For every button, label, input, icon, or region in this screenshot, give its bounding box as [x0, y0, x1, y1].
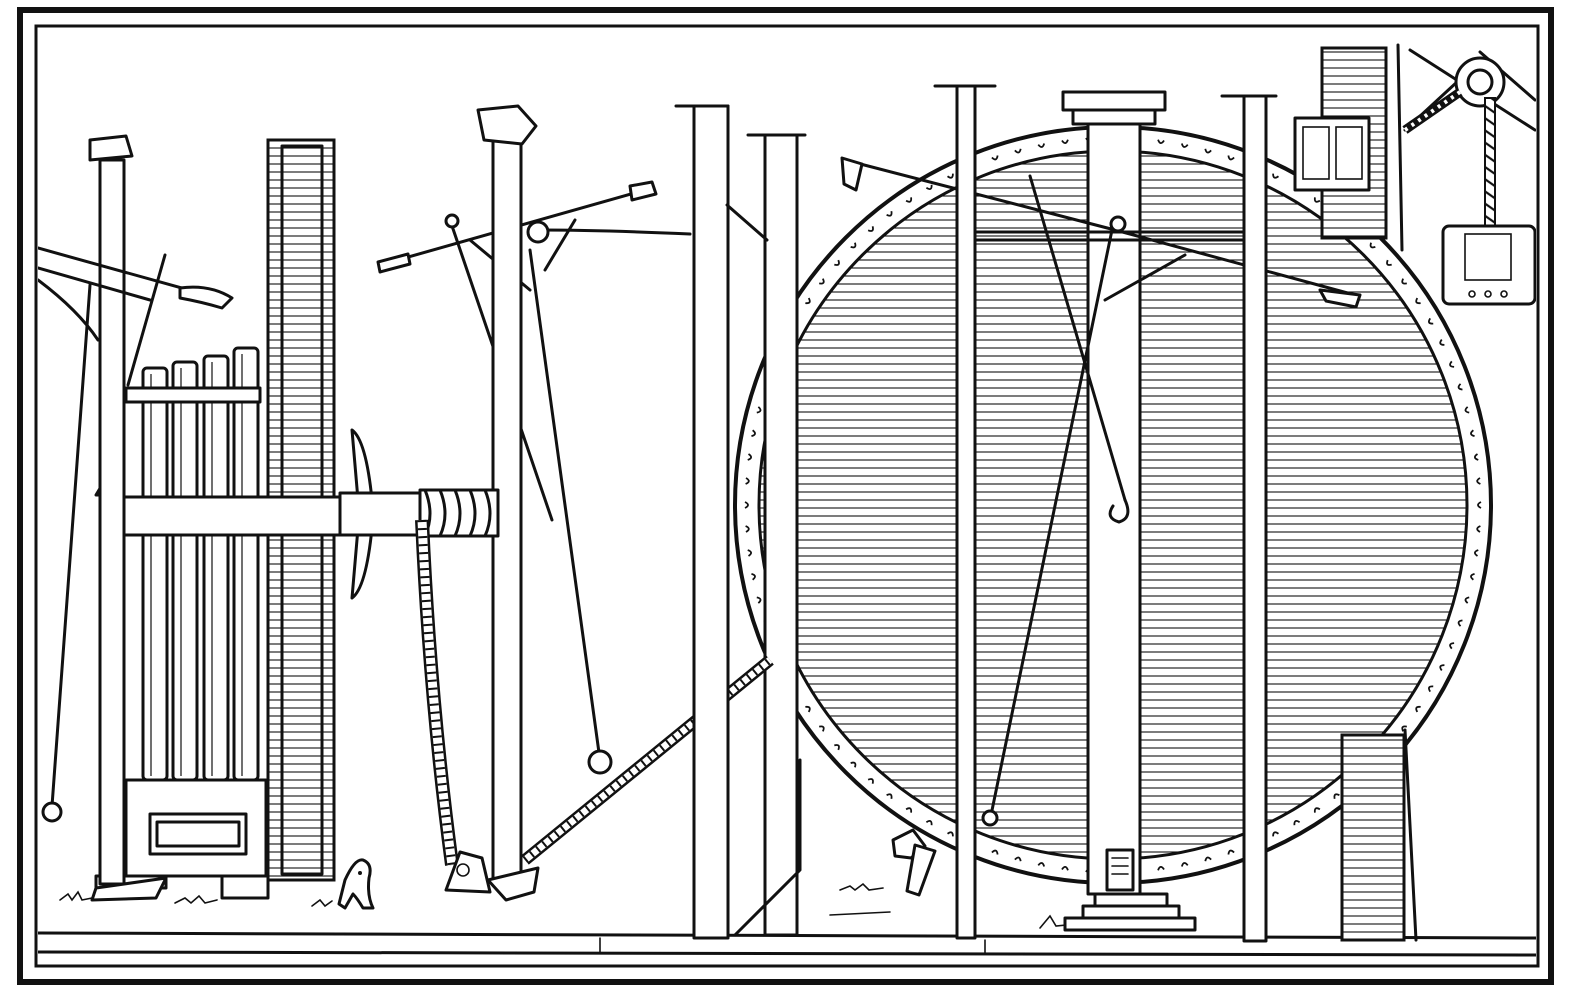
wheel-rivet: [1439, 664, 1445, 672]
bottom-crank: [891, 828, 937, 897]
wheel-rivet: [1037, 143, 1046, 148]
wheel-rivet: [1333, 793, 1340, 799]
wheel-rivet: [1313, 807, 1321, 813]
wheel-rivet: [1464, 406, 1470, 414]
wheel-rivet: [1157, 866, 1165, 871]
wheel-rivet: [1428, 685, 1434, 693]
wheel-rivet: [1401, 725, 1407, 732]
wheel-rivet: [1457, 619, 1463, 627]
wheel-rivet: [1313, 197, 1321, 203]
wheel-rivet: [1474, 453, 1479, 461]
wheel-rivet: [1449, 642, 1455, 650]
shaft-and-drum: [338, 428, 500, 894]
wheel-rivet: [1401, 278, 1407, 285]
wheel-rivet: [756, 596, 762, 604]
wheel-rivet: [1415, 705, 1421, 713]
wheel-rivet: [751, 572, 756, 581]
wheel-rivet: [1415, 297, 1421, 305]
right-tower: [1320, 43, 1418, 942]
tall-post-wheel-left: [933, 84, 997, 940]
tower-panel: [1293, 116, 1371, 192]
pulley-assembly: [1402, 48, 1536, 306]
wheel-rivet: [867, 778, 874, 784]
wheel-rivet: [850, 242, 857, 249]
wheel-rivet: [1180, 862, 1189, 867]
wheel-rivet: [1272, 173, 1280, 179]
wheel-rivet: [1449, 360, 1455, 368]
wheel-rivet: [991, 849, 999, 855]
floor-creature: [337, 858, 375, 910]
wheel-rivet: [805, 297, 811, 305]
tall-post-center: [674, 104, 769, 940]
wheel-rivet: [834, 744, 840, 751]
wheel-rods: [840, 156, 1362, 827]
wheel-rivet: [1037, 862, 1046, 867]
wheel-rivet: [1470, 572, 1475, 581]
organ-pipe: [232, 346, 260, 782]
organ-pipes: [141, 346, 260, 782]
wheel-rivet: [1272, 831, 1280, 837]
wheel-rivet: [1014, 856, 1022, 862]
wheel-rivet: [1180, 143, 1189, 148]
wheel-rivet: [905, 197, 913, 203]
wheel-rivet: [991, 155, 999, 161]
wheel-rivet: [1227, 155, 1235, 161]
mid-cross-arm: [376, 180, 692, 775]
wheel-rivet: [745, 525, 750, 533]
wheel-rivet: [1061, 139, 1069, 144]
pipe-cabinet: [94, 346, 342, 900]
wheel-rivet: [1476, 525, 1481, 533]
capped-post: [476, 104, 540, 902]
wheel-rivet: [1204, 856, 1212, 862]
wheel-rivet: [756, 406, 762, 414]
wheel-rivet: [1293, 820, 1301, 826]
wheel-rivet: [1204, 148, 1212, 154]
wheel-rivet: [744, 501, 749, 509]
wheel-rivet: [747, 453, 752, 461]
wheel-rivet: [905, 807, 913, 813]
wheel-rivet: [747, 549, 752, 557]
wheel-rivet: [1470, 429, 1475, 438]
wheel-rivet: [946, 831, 954, 837]
wheel-rivet: [1457, 383, 1463, 391]
wheel-rivet: [1014, 148, 1022, 154]
wheel-rivet: [1428, 317, 1434, 325]
wheel-rivet: [1464, 596, 1470, 604]
wheel-rivet: [886, 211, 893, 217]
organ-pipe: [202, 354, 230, 782]
wheel-rivet: [925, 820, 933, 826]
back-post-center: [733, 133, 807, 937]
wheel-rivet: [834, 259, 840, 266]
wheel-rivet: [1061, 866, 1069, 871]
tall-post-wheel-right: [1220, 94, 1278, 943]
wheel-rivet: [850, 761, 857, 768]
wheel-rivet: [1386, 259, 1392, 266]
frame-border: [17, 7, 1554, 985]
left-posts: [38, 134, 234, 902]
wheel-rivet: [745, 477, 750, 485]
wheel-rivet: [751, 429, 756, 438]
organ-pipe: [171, 360, 199, 782]
wheel-rivet: [1227, 849, 1235, 855]
wheel-rivet: [886, 793, 893, 799]
wheel-rivet: [1157, 139, 1165, 144]
organ-pipe: [141, 366, 169, 782]
wheel-rivet: [946, 173, 954, 179]
wheel-rivet: [1439, 338, 1445, 346]
wheel-rivet: [925, 184, 933, 190]
wheel-rivet: [1474, 549, 1479, 557]
rope-diagonal-lower: [521, 655, 774, 865]
wheel-rivet: [1477, 501, 1482, 509]
wheel-rivet: [1476, 477, 1481, 485]
wheel-rivet: [1369, 242, 1376, 249]
wheel-rivet: [805, 705, 811, 713]
grass-tufts: [59, 882, 1097, 929]
wheel-rivet: [819, 725, 825, 732]
wheel-rivet: [819, 278, 825, 285]
wheel-rivet: [867, 226, 874, 232]
pedestal-column: [1061, 90, 1197, 932]
